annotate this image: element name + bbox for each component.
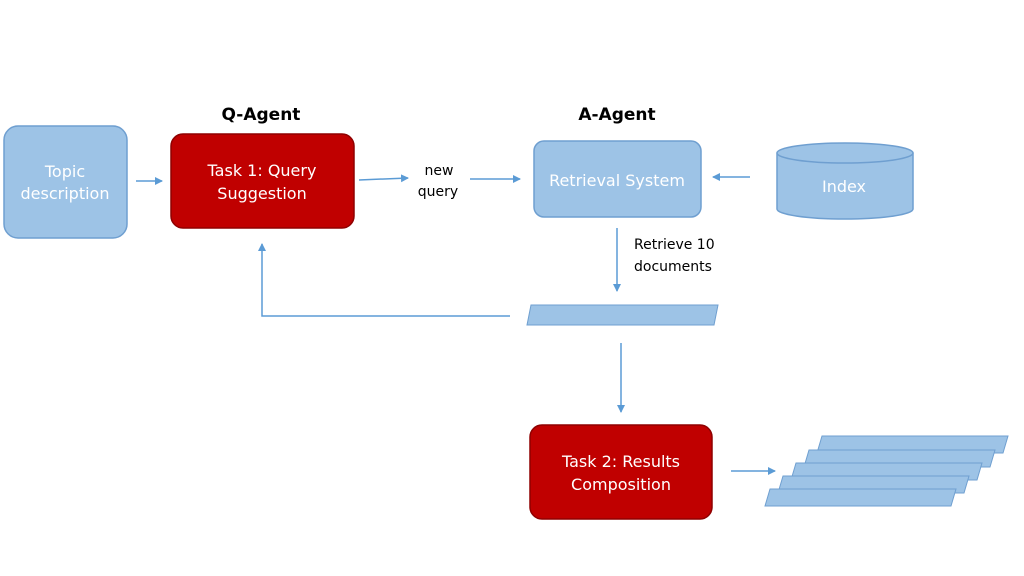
- task2-results-composition-node: Task 2: Results Composition: [529, 424, 713, 520]
- q-agent-title: Q-Agent: [222, 105, 301, 125]
- new-query-label-line1: new: [425, 163, 454, 179]
- topic-description-line2: description: [21, 184, 110, 203]
- topic-description-line1: Topic: [44, 162, 85, 181]
- task2-line1: Task 2: Results: [561, 452, 680, 471]
- task2-line2: Composition: [571, 475, 671, 494]
- task1-query-suggestion-node: Task 1: Query Suggestion: [170, 133, 355, 229]
- retrieval-system-node: Retrieval System: [533, 140, 702, 218]
- new-query-label-line2: query: [418, 184, 458, 200]
- task1-line1: Task 1: Query: [207, 161, 317, 180]
- composed-results-stack: [764, 435, 1009, 507]
- retrieval-system-label: Retrieval System: [549, 171, 685, 190]
- retrieved-documents-shape: [526, 304, 719, 326]
- arrow-task1-to-new-query: [358, 174, 409, 183]
- topic-description-node: Topic description: [3, 125, 128, 239]
- arrow-documents-feedback-to-task1: [258, 243, 510, 317]
- result-doc-5: [764, 488, 957, 507]
- retrieve-label-line2: documents: [634, 259, 712, 275]
- retrieve-label-line1: Retrieve 10: [634, 237, 715, 253]
- index-label: Index: [822, 177, 866, 196]
- task1-line2: Suggestion: [217, 184, 306, 203]
- a-agent-title: A-Agent: [578, 105, 655, 125]
- result-doc-1: [816, 435, 1009, 454]
- index-database-node: Index: [776, 142, 914, 220]
